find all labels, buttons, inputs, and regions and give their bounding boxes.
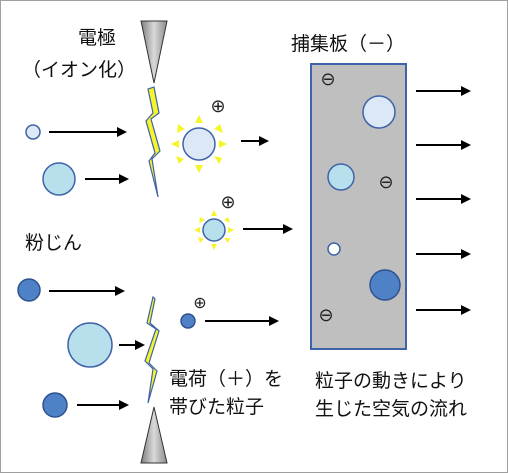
charged-particle-label-line2: 帯びた粒子: [169, 396, 264, 418]
airflow-label-line2: 生じた空気の流れ: [315, 398, 467, 420]
minus-charge-symbol: ⊖: [378, 172, 393, 193]
charged-particle: [194, 210, 234, 250]
charged-particle-label-line1: 電荷（＋）を: [169, 368, 283, 390]
minus-charge-symbol: ⊖: [320, 69, 335, 90]
dust-particle: [42, 162, 76, 196]
airflow-label-line1: 粒子の動きにより: [315, 370, 467, 392]
collected-particle: [369, 269, 401, 301]
lower-spark: [144, 295, 160, 404]
charged-particle: [171, 115, 227, 173]
charged-particle: [180, 313, 196, 329]
plus-charge-symbol: ⊕: [210, 96, 225, 117]
upper-electrode: [140, 20, 168, 84]
lower-electrode: [140, 406, 168, 464]
collected-particle: [362, 95, 396, 129]
collected-particle: [327, 242, 341, 256]
upper-spark: [145, 86, 161, 198]
minus-charge-symbol: ⊖: [318, 305, 333, 326]
dust-particle: [25, 124, 41, 140]
dust-particle: [42, 392, 68, 418]
ionization-label: （イオン化）: [22, 59, 136, 81]
plus-charge-symbol: ⊕: [220, 192, 235, 213]
plus-charge-symbol: ⊕: [193, 293, 206, 312]
collected-particle: [327, 163, 355, 191]
dust-label: 粉じん: [25, 232, 82, 254]
collector-label: 捕集板（－）: [291, 33, 405, 55]
dust-particle: [17, 278, 41, 302]
dust-particle: [67, 322, 113, 368]
electrode-label: 電極: [78, 27, 116, 49]
